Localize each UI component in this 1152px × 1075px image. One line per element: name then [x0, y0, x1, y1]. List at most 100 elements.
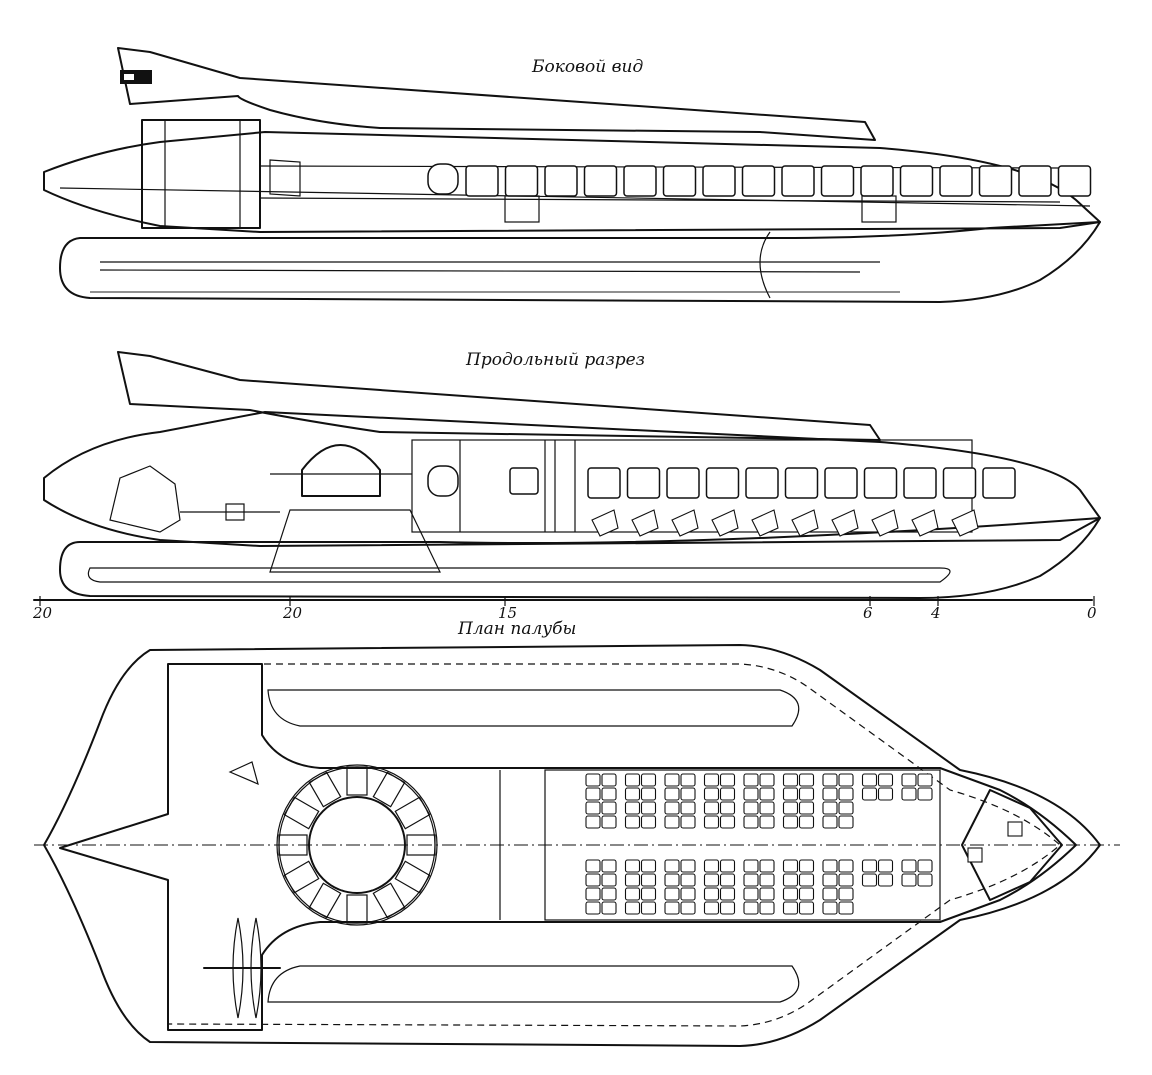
window	[745, 467, 779, 499]
fan-vane	[394, 860, 431, 894]
seat	[861, 873, 878, 887]
seat	[759, 815, 775, 829]
seat	[782, 773, 799, 787]
window	[544, 165, 578, 197]
seat	[585, 873, 601, 887]
seat	[680, 873, 696, 887]
deck-plan-title: План палубы	[457, 619, 576, 639]
seat	[917, 787, 933, 801]
window	[509, 467, 539, 495]
seat	[664, 815, 680, 829]
window	[820, 165, 855, 197]
seat	[703, 873, 720, 887]
section-title: Продольный разрез	[465, 350, 645, 370]
seat	[640, 873, 657, 887]
seat	[680, 815, 696, 829]
engine-pod	[141, 119, 261, 229]
window	[705, 467, 740, 499]
seat	[624, 815, 641, 829]
seat	[719, 901, 736, 915]
fan-vane	[346, 766, 368, 796]
seat	[680, 773, 696, 787]
seat	[759, 887, 775, 901]
seat	[719, 873, 736, 887]
seat	[671, 509, 699, 537]
seat	[624, 901, 641, 915]
window	[824, 467, 858, 499]
seat	[782, 901, 799, 915]
seat	[791, 509, 819, 537]
seat	[664, 901, 680, 915]
section-fin	[117, 351, 881, 441]
seat	[822, 801, 838, 815]
seat	[838, 901, 854, 915]
side-windows	[427, 163, 1092, 197]
tail-fin	[117, 47, 876, 141]
door	[861, 195, 897, 223]
seat	[664, 801, 680, 815]
seat	[877, 859, 894, 873]
seat	[719, 815, 736, 829]
fan-vane	[283, 796, 320, 830]
seat	[798, 773, 815, 787]
fan-vane	[308, 771, 342, 808]
engine	[109, 465, 280, 533]
seat	[703, 887, 720, 901]
window	[939, 165, 973, 197]
seat	[759, 801, 775, 815]
scale-label: 20	[282, 604, 303, 622]
seat	[822, 873, 838, 887]
seat	[751, 509, 779, 537]
side-view: Боковой вид	[43, 47, 1101, 303]
window	[899, 165, 934, 197]
seat	[664, 887, 680, 901]
scale-label: 20	[32, 604, 53, 622]
section-windows	[427, 465, 1016, 499]
section-skirt	[59, 517, 1101, 599]
window	[784, 467, 819, 499]
seat	[782, 859, 799, 873]
seat	[743, 859, 759, 873]
fan-vane	[308, 882, 342, 919]
fan-vane	[394, 796, 431, 830]
seat	[743, 873, 759, 887]
window	[587, 467, 621, 499]
window	[702, 165, 736, 197]
window	[666, 467, 700, 499]
seat	[782, 815, 799, 829]
seat	[601, 901, 617, 915]
seat	[640, 815, 657, 829]
seat	[680, 859, 696, 873]
seat	[664, 859, 680, 873]
seat	[901, 873, 917, 887]
seat	[640, 787, 657, 801]
seat	[822, 773, 838, 787]
seat	[759, 773, 775, 787]
seat	[861, 787, 878, 801]
seat	[798, 787, 815, 801]
seat	[798, 887, 815, 901]
seat	[838, 815, 854, 829]
seat	[719, 787, 736, 801]
seat	[822, 901, 838, 915]
side-view-title: Боковой вид	[531, 57, 643, 77]
seat	[591, 509, 619, 537]
seat	[917, 859, 933, 873]
fan-vane	[372, 882, 406, 919]
seat	[743, 801, 759, 815]
seat	[759, 859, 775, 873]
seat	[631, 509, 659, 537]
seat	[703, 815, 720, 829]
seat	[624, 787, 641, 801]
seat	[917, 773, 933, 787]
seat	[585, 773, 601, 787]
section-seats	[591, 509, 979, 537]
seat	[861, 773, 878, 787]
seat	[877, 787, 894, 801]
window	[1018, 165, 1052, 197]
seat	[798, 859, 815, 873]
window	[662, 165, 697, 197]
seat	[624, 887, 641, 901]
